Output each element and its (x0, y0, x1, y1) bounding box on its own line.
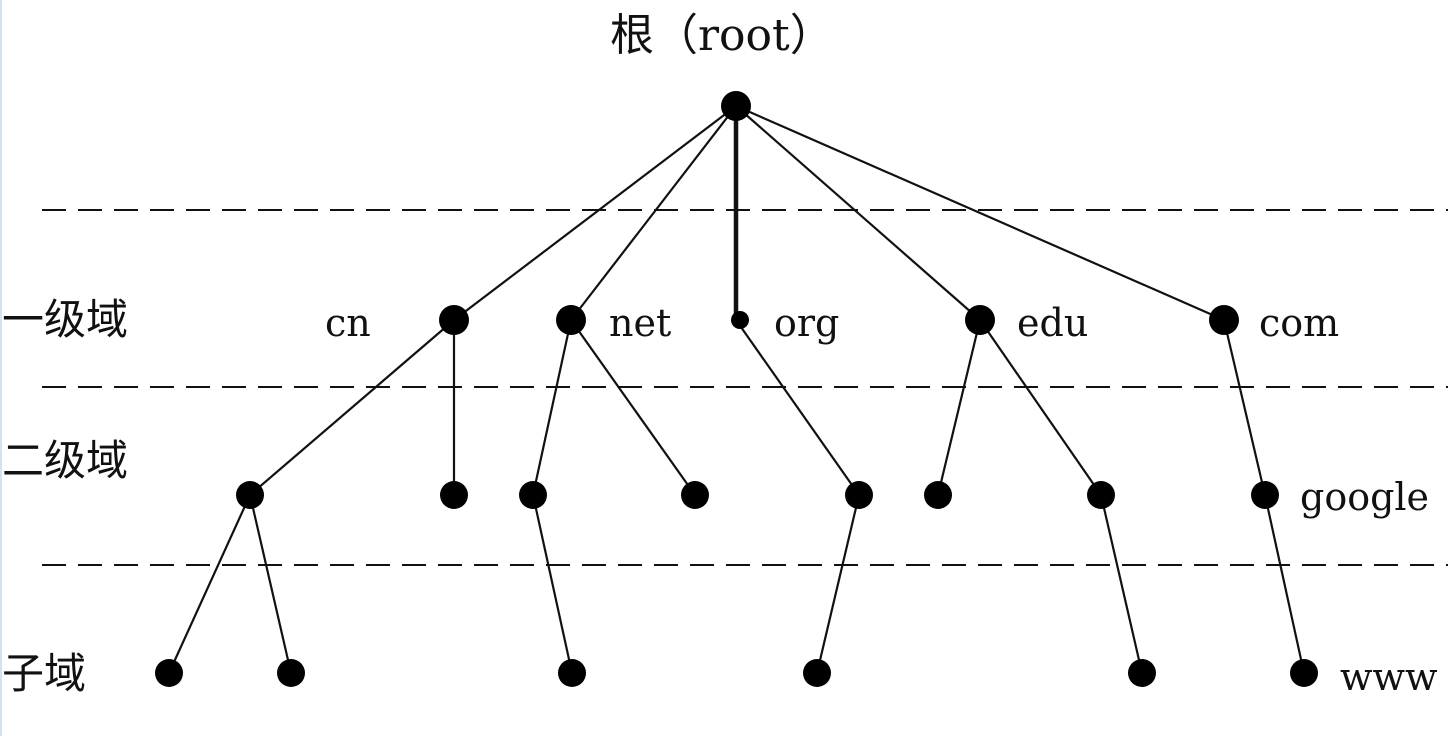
node-com (1209, 305, 1239, 335)
node-second-level-4 (681, 481, 709, 509)
node-second-level-3 (519, 481, 547, 509)
node-second-level-7 (1087, 481, 1115, 509)
edge-net-child-1 (531, 319, 573, 496)
level-label-second-level: 二级域 (2, 436, 128, 485)
label-google: google (1300, 475, 1429, 519)
edge-edu-subdomain-1 (1099, 494, 1144, 674)
node-google (1251, 481, 1279, 509)
node-subdomain-3 (558, 659, 586, 687)
root-label: 根（root） (610, 10, 834, 61)
label-com: com (1259, 301, 1339, 345)
edge-cn-child-1 (249, 319, 455, 496)
node-subdomain-2 (277, 659, 305, 687)
edge-edu-child-1 (936, 319, 982, 496)
node-second-level-5 (845, 481, 873, 509)
edge-root-edu (735, 105, 981, 321)
label-edu: edu (1017, 301, 1088, 345)
node-second-level-6 (924, 481, 952, 509)
edge-net-child-2 (570, 319, 696, 496)
edge-google-www (1263, 494, 1306, 674)
edge-cn-subdomain-1 (167, 494, 252, 674)
label-net: net (609, 301, 671, 345)
label-org: org (774, 301, 839, 345)
edge-root-cn (453, 105, 737, 321)
node-edu (965, 305, 995, 335)
node-second-level-2 (440, 481, 468, 509)
node-subdomain-5 (1128, 659, 1156, 687)
level-label-subdomain: 子域 (2, 649, 86, 698)
root-node (721, 91, 751, 121)
edge-org-subdomain-1 (815, 494, 861, 674)
node-org (731, 311, 749, 329)
node-cn (439, 305, 469, 335)
edge-root-net (570, 105, 737, 321)
node-www (1290, 659, 1318, 687)
node-net (556, 305, 586, 335)
level-label-top-level: 一级域 (2, 295, 128, 344)
node-subdomain-1 (155, 659, 183, 687)
edge-root-com (735, 104, 1225, 322)
label-cn: cn (325, 301, 371, 345)
edge-org-child-1 (735, 319, 860, 496)
edge-net-subdomain-1 (531, 494, 574, 674)
edge-cn-subdomain-2 (248, 494, 293, 674)
edge-com-google (1222, 319, 1267, 496)
node-second-level-1 (236, 481, 264, 509)
edge-edu-child-2 (979, 319, 1102, 496)
label-www: www (1340, 655, 1438, 699)
node-subdomain-4 (803, 659, 831, 687)
